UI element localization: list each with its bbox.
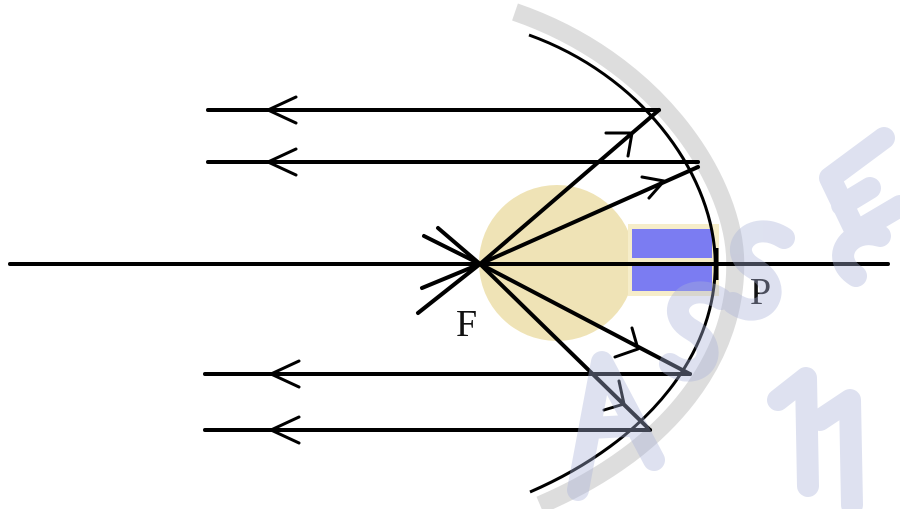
arrowhead-incident-3: [613, 326, 640, 359]
crossing-line-3: [420, 262, 482, 290]
ray-to-mirror-1: [478, 108, 661, 266]
crossing-line-1: [422, 234, 482, 266]
focus-label: F: [456, 303, 477, 345]
crossing-line-2: [436, 226, 482, 266]
arrowhead-reflected-3: [269, 359, 301, 389]
crossing-line-4: [416, 262, 482, 315]
arrowhead-incident-2: [640, 175, 666, 200]
lamp-holder-top: [632, 229, 712, 258]
arrowhead-reflected-2: [266, 147, 298, 177]
arrowhead-incident-1: [604, 131, 634, 158]
ray-to-mirror-3: [478, 262, 692, 376]
arrowhead-incident-4: [602, 379, 626, 412]
concave-mirror: [528, 33, 717, 494]
arrowhead-reflected-1: [266, 95, 298, 125]
ray-to-mirror-4: [478, 262, 652, 432]
watermark-logo: [567, 127, 900, 509]
arrowhead-reflected-4: [269, 415, 301, 445]
lamp-holder-bottom: [632, 265, 712, 291]
mirror-shadow: [512, 3, 745, 509]
pole-label: P: [750, 271, 771, 313]
